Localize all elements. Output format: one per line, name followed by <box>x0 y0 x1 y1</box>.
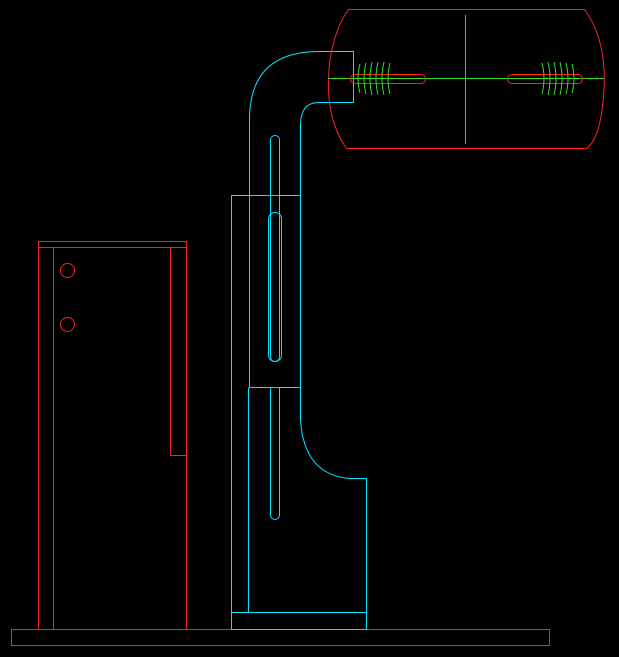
right-adjustment-slot <box>507 74 583 84</box>
base-plate <box>11 629 550 646</box>
cabinet-top-cap <box>38 241 187 248</box>
cabinet-indicator-upper <box>60 263 75 278</box>
column-housing-left <box>231 195 250 630</box>
right-spring-coils <box>541 61 575 96</box>
sliding-carriage <box>249 195 301 388</box>
upper-guide-slot <box>270 135 280 362</box>
column-curved-back <box>300 387 367 613</box>
left-spring-coils <box>357 61 391 96</box>
head-housing-outline <box>327 9 605 149</box>
column-stand <box>231 51 367 630</box>
inner-guide-slot <box>268 212 282 362</box>
lower-guide-slot <box>270 387 280 520</box>
control-cabinet <box>38 241 187 630</box>
cabinet-indicator-lower <box>60 317 75 332</box>
curved-support-arm <box>249 51 354 196</box>
cabinet-door-recess <box>170 247 187 456</box>
head-unit <box>327 9 605 149</box>
column-foot <box>231 612 367 630</box>
